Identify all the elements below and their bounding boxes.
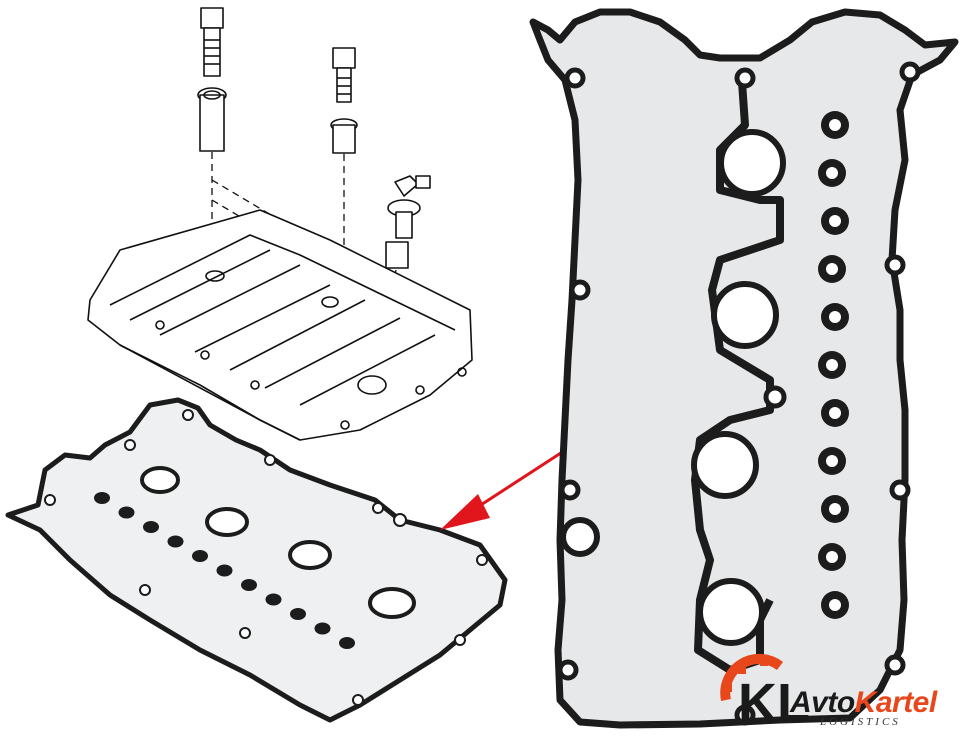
sleeve-long [197,87,227,152]
small-plug-hole-3 [288,540,332,570]
small-plug-hole-1 [140,466,180,494]
cover-body [87,209,473,441]
seal-ring-small [314,622,331,635]
brand-initials: KL [738,673,810,733]
seal-ring-small [216,564,233,577]
gear-icon [720,653,784,702]
small-plug-hole-4 [368,587,416,619]
small-plug-hole-2 [205,507,249,537]
seal-hole [829,599,841,611]
pcv-valve [385,175,431,269]
brand-name: AvtoKartel [790,686,937,720]
seal-hole [826,263,838,275]
seal-hole [826,359,838,371]
seal-ring-small [339,637,355,649]
large-plug-hole-4 [697,578,765,646]
seal-ring-small [241,579,257,591]
seal-ring-small [167,535,184,548]
gasket-small [5,397,508,723]
seal-hole [829,119,841,131]
seal-ring-small [290,608,306,620]
seal-hole [829,215,841,227]
brand-name-part2: Kartel [854,686,938,719]
gasket-large [529,8,959,729]
seal-ring-small [118,506,135,519]
brand-name-part1: Avto [790,686,855,719]
bolt-long [200,7,224,77]
seal-ring-small [143,521,159,533]
brand-tagline: LOGISTICS [820,716,901,728]
bolt-short [332,47,356,103]
seal-ring-small [192,550,208,562]
seal-hole [826,455,838,467]
seal-hole [829,407,841,419]
large-plug-hole-1 [718,129,786,197]
seal-hole [829,503,841,515]
valve-cover-drawing [87,7,473,441]
seal-hole [826,167,838,179]
large-side-hole [560,517,600,557]
sleeve-short [330,118,358,154]
large-plug-hole-3 [691,431,759,499]
seal-hole [826,551,838,563]
seal-hole [829,311,841,323]
large-plug-hole-2 [711,281,779,349]
seal-ring-small [265,593,282,606]
seal-ring-small [94,492,110,504]
